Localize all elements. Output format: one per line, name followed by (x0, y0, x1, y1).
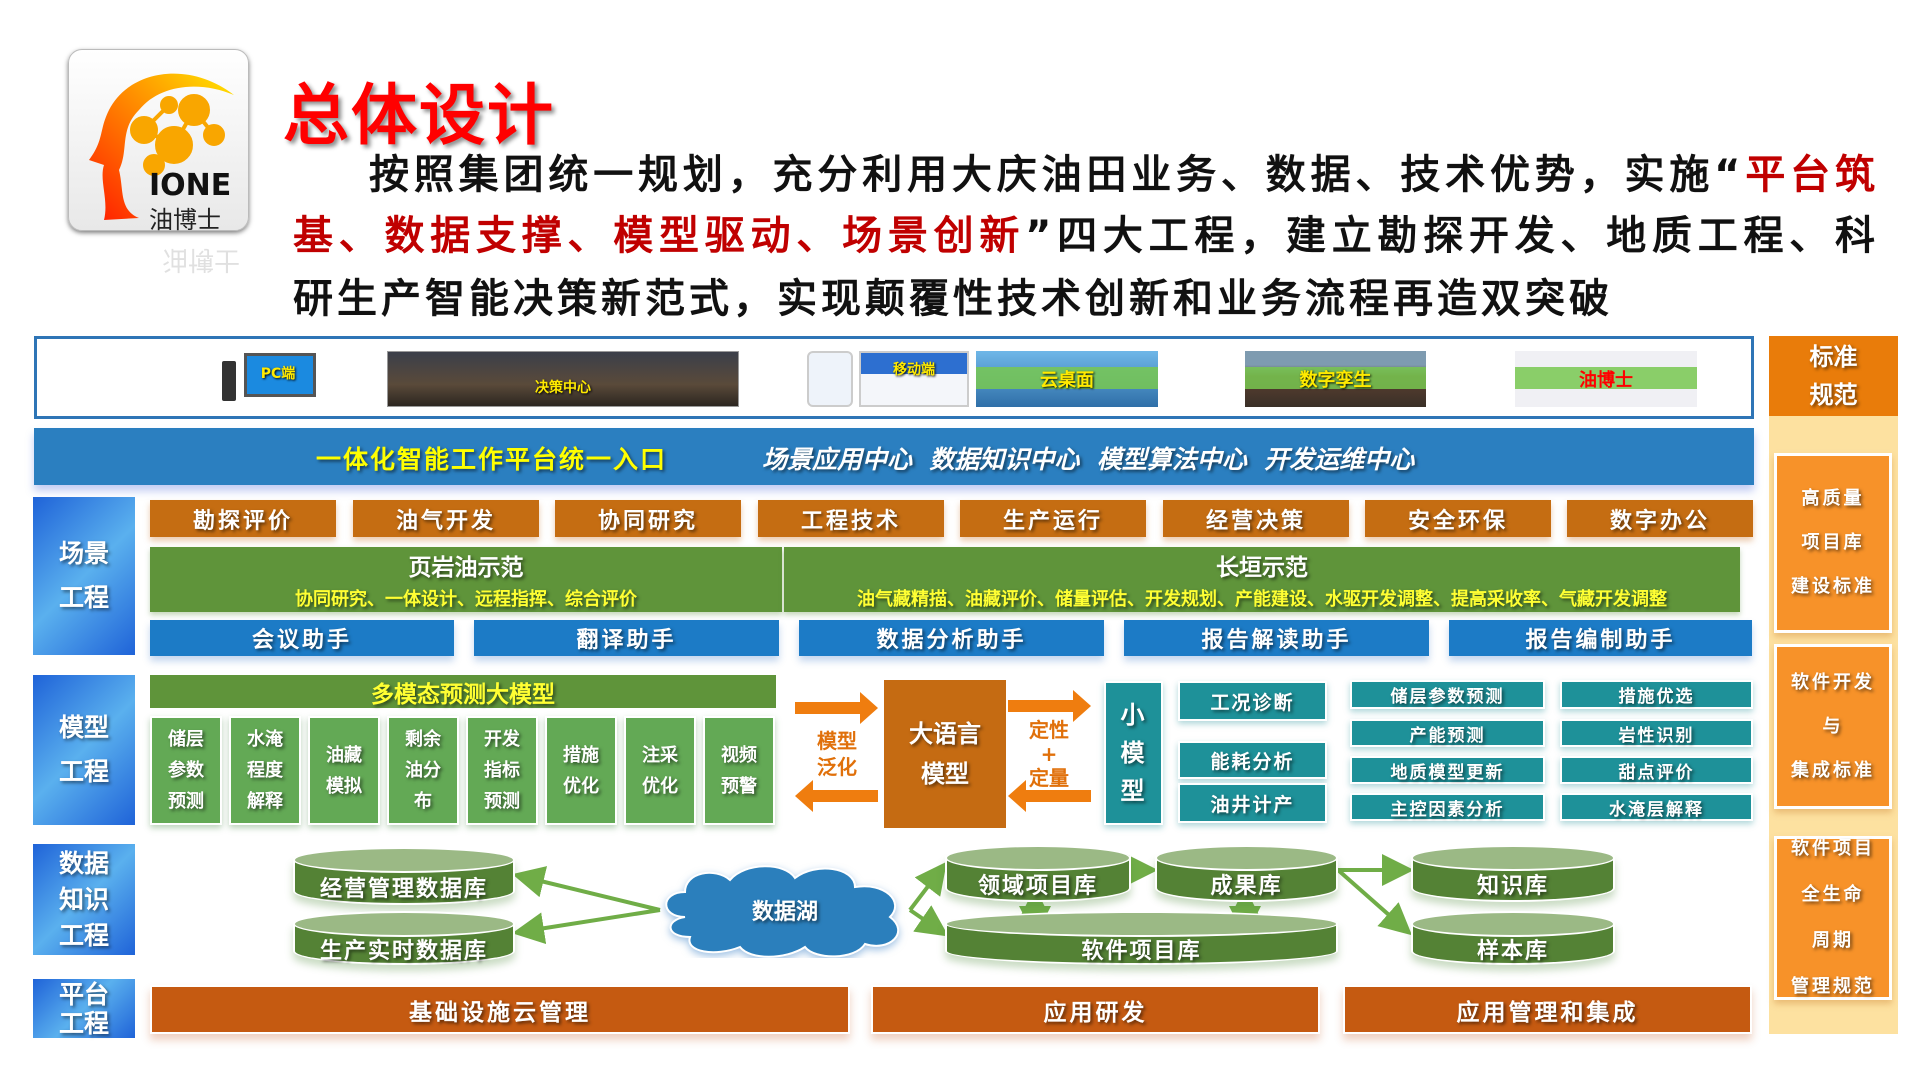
mm-item[interactable]: 储层 参数 预测 (150, 716, 222, 825)
large-language-model[interactable]: 大语言 模型 (884, 680, 1006, 828)
lib-samples[interactable]: 样本库 (1411, 911, 1615, 965)
small-model-item[interactable]: 主控因素分析 (1350, 793, 1545, 821)
arrow-right-icon (1008, 690, 1091, 722)
small-model-item[interactable]: 工况诊断 (1178, 681, 1327, 721)
mm-item[interactable]: 视频 预警 (703, 716, 775, 825)
terminal-mobile[interactable]: 移动端 (859, 351, 969, 407)
terminal-strip: PC端 决策中心 移动端 云桌面 数字孪生 油博士 (34, 336, 1754, 419)
lib-results[interactable]: 成果库 (1155, 845, 1338, 902)
platform-infra-cloud[interactable]: 基础设施云管理 (150, 985, 850, 1034)
model-flow-arrows (795, 690, 1091, 812)
platform-app-dev[interactable]: 应用研发 (871, 985, 1320, 1034)
terminal-pc[interactable]: PC端 (222, 351, 318, 407)
lib-knowledge[interactable]: 知识库 (1411, 845, 1615, 902)
standards-title: 标准 规范 (1769, 336, 1898, 416)
mm-item[interactable]: 注采 优化 (624, 716, 696, 825)
intro-line-3: 研生产智能决策新范式，实现颠覆性技术创新和业务流程再造双突破 (293, 276, 1613, 322)
unified-entry-bar[interactable]: 一体化智能工作平台统一入口 场景应用中心 数据知识中心 模型算法中心 开发运维中… (34, 428, 1754, 485)
arrow-right-icon (795, 692, 878, 724)
small-model-item[interactable]: 油井计产 (1178, 783, 1327, 823)
small-model-item[interactable]: 措施优选 (1560, 680, 1753, 709)
pc-monitor-icon (244, 353, 316, 397)
ione-logo: IONE 油博士 (68, 49, 249, 234)
mm-item[interactable]: 措施 优化 (545, 716, 617, 825)
db-production-realtime[interactable]: 生产实时数据库 (293, 911, 515, 965)
terminal-decision-center[interactable]: 决策中心 (387, 351, 739, 407)
domain-exploration[interactable]: 勘探评价 (150, 500, 336, 537)
domain-management[interactable]: 经营决策 (1163, 500, 1349, 537)
assistant-meeting[interactable]: 会议助手 (150, 620, 454, 656)
assistant-report-reading[interactable]: 报告解读助手 (1124, 620, 1429, 656)
logo-name: 油博士 (149, 206, 221, 234)
page-title: 总体设计 (283, 77, 555, 154)
assistant-data-analysis[interactable]: 数据分析助手 (799, 620, 1104, 656)
db-business-management[interactable]: 经营管理数据库 (293, 847, 515, 905)
multimodal-model-title[interactable]: 多模态预测大模型 (150, 675, 776, 708)
terminal-cloud-desktop[interactable]: 云桌面 (976, 351, 1158, 407)
pc-tower-icon (222, 361, 236, 401)
domain-hse[interactable]: 安全环保 (1365, 500, 1551, 537)
terminal-youboshi[interactable]: 油博士 (1515, 351, 1697, 407)
demo-items: 油气藏精描、油藏评价、储量评估、开发规划、产能建设、水驱开发调整、提高采收率、气… (857, 589, 1667, 610)
mm-item[interactable]: 油藏 模拟 (308, 716, 380, 825)
assistant-report-writing[interactable]: 报告编制助手 (1449, 620, 1752, 656)
domain-production[interactable]: 生产运行 (960, 500, 1146, 537)
phone-icon (807, 351, 853, 407)
domain-office[interactable]: 数字办公 (1567, 500, 1753, 537)
small-model-item[interactable]: 能耗分析 (1178, 741, 1327, 779)
qual-quant-label: 定性 + 定量 (1029, 718, 1069, 790)
standard-software-dev[interactable]: 软件开发 与 集成标准 (1774, 644, 1892, 809)
terminal-digital-twin[interactable]: 数字孪生 (1245, 351, 1426, 407)
head-molecule-icon (89, 73, 234, 220)
domain-development[interactable]: 油气开发 (353, 500, 539, 537)
standard-lifecycle[interactable]: 软件项目 全生命 周期 管理规范 (1774, 836, 1892, 1000)
demo-items: 协同研究、一体设计、远程指挥、综合评价 (295, 589, 637, 610)
model-generalization-label: 模型 泛化 (817, 729, 857, 779)
domain-collab-research[interactable]: 协同研究 (555, 500, 741, 537)
entry-main-label: 一体化智能工作平台统一入口 (316, 445, 668, 474)
entry-centers-label: 场景应用中心 数据知识中心 模型算法中心 开发运维中心 (762, 445, 1415, 474)
layer-label-model: 模型 工程 (33, 675, 135, 825)
assistant-translation[interactable]: 翻译助手 (474, 620, 779, 656)
intro-line-2: 基、数据支撑、模型驱动、场景创新”四大工程，建立勘探开发、地质工程、科 (293, 213, 1880, 259)
lib-software-projects[interactable]: 软件项目库 (945, 911, 1338, 965)
mm-item[interactable]: 剩余 油分 布 (387, 716, 459, 825)
intro-line-1: 按照集团统一规划，充分利用大庆油田业务、数据、技术优势，实施“平台筑 (369, 152, 1880, 198)
standard-project-library[interactable]: 高质量 项目库 建设标准 (1774, 453, 1892, 633)
small-model-item[interactable]: 储层参数预测 (1350, 680, 1545, 709)
domain-engineering[interactable]: 工程技术 (758, 500, 944, 537)
layer-label-platform: 平台 工程 (33, 979, 135, 1038)
platform-app-integration[interactable]: 应用管理和集成 (1343, 985, 1752, 1034)
arrow-left-icon (795, 780, 878, 812)
lib-domain-projects[interactable]: 领域项目库 (945, 845, 1131, 902)
layer-label-data: 数据 知识 工程 (33, 844, 135, 955)
small-model-label[interactable]: 小 模 型 (1104, 681, 1163, 825)
logo-brand: IONE (149, 168, 232, 203)
mm-item[interactable]: 水淹 程度 解释 (229, 716, 301, 825)
small-model-item[interactable]: 地质模型更新 (1350, 756, 1545, 784)
data-lake-cloud-icon[interactable] (655, 862, 915, 958)
demo-title: 页岩油示范 (408, 555, 524, 581)
demo-title: 长垣示范 (1216, 555, 1308, 581)
data-lake-label: 数据湖 (751, 900, 818, 925)
small-model-item[interactable]: 产能预测 (1350, 719, 1545, 747)
layer-label-scene: 场景 工程 (33, 497, 135, 655)
arrow-left-icon (1008, 780, 1091, 812)
demo-shale-oil[interactable]: 页岩油示范 协同研究、一体设计、远程指挥、综合评价 (150, 547, 782, 612)
demo-changyuan[interactable]: 长垣示范 油气藏精描、油藏评价、储量评估、开发规划、产能建设、水驱开发调整、提高… (784, 547, 1740, 612)
mm-item[interactable]: 开发 指标 预测 (466, 716, 538, 825)
small-model-item[interactable]: 水淹层解释 (1560, 793, 1753, 821)
small-model-item[interactable]: 岩性识别 (1560, 719, 1753, 747)
small-model-item[interactable]: 甜点评价 (1560, 756, 1753, 784)
